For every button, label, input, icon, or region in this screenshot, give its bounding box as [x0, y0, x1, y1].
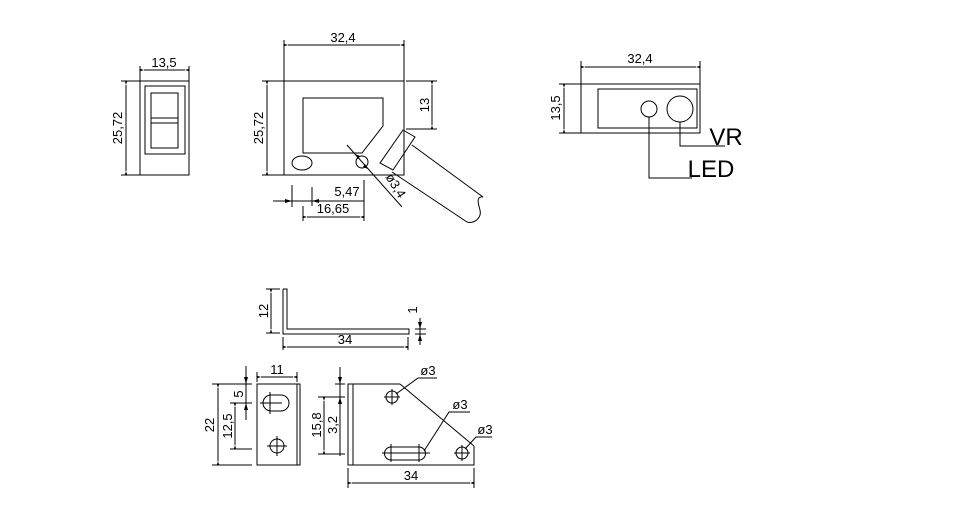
hole-callout-3: ø3 [477, 422, 492, 437]
dim-label: 15,8 [309, 412, 324, 437]
dim-cable-offset: 13 [406, 80, 437, 130]
dim-label: 12 [256, 304, 271, 318]
dim-offsets: 5,47 16,65 [273, 180, 365, 221]
dim-label: 34 [404, 468, 418, 483]
led-indicator [640, 100, 658, 118]
dim-label: 25,72 [251, 112, 266, 145]
dim-label: 1 [405, 306, 420, 313]
dim-label: 13 [417, 98, 432, 112]
dim-label: 32,4 [330, 30, 355, 45]
dim-front-height: 25,72 [110, 80, 140, 176]
top-view: VR LED 32,4 13,5 [548, 51, 743, 183]
dim-label: 13,5 [548, 95, 563, 120]
hole-callout-1: ø3 [420, 363, 435, 378]
dim-top-width: 32,4 [580, 51, 701, 84]
dim-side-height: 25,72 [251, 80, 284, 176]
vr-label: VR [709, 124, 742, 151]
dim-label: 3,2 [325, 416, 340, 434]
dim-label: 16,65 [317, 201, 350, 216]
dim-label: 5,47 [334, 184, 359, 199]
bracket-large-plate: ø3 ø3 ø3 15,8 3,2 34 [309, 363, 493, 488]
bracket-profile: 12 34 1 [256, 288, 426, 350]
dim-label: 12,5 [220, 413, 235, 438]
dim-top-height: 13,5 [548, 83, 581, 134]
cable [379, 129, 484, 223]
hole-callout-2: ø3 [452, 397, 467, 412]
dim-label: 5 [231, 390, 246, 397]
dim-front-width: 13,5 [139, 55, 190, 81]
bracket-small-plate: 11 22 12,5 5 [202, 362, 301, 466]
vr-potentiometer [666, 95, 694, 123]
dim-label: ø3,4 [383, 171, 410, 201]
led-label: LED [688, 156, 735, 183]
front-view: 13,5 25,72 [110, 55, 190, 176]
dim-label: 11 [270, 362, 284, 377]
dim-label: 22 [202, 418, 217, 432]
side-view: 32,4 25,72 13 ø3,4 5,47 16,65 [251, 30, 484, 223]
dim-label: 25,72 [110, 112, 125, 145]
dim-label: 34 [338, 332, 352, 347]
dim-label: 13,5 [151, 55, 176, 70]
dim-side-width: 32,4 [283, 30, 405, 81]
dim-label: 32,4 [627, 51, 652, 66]
